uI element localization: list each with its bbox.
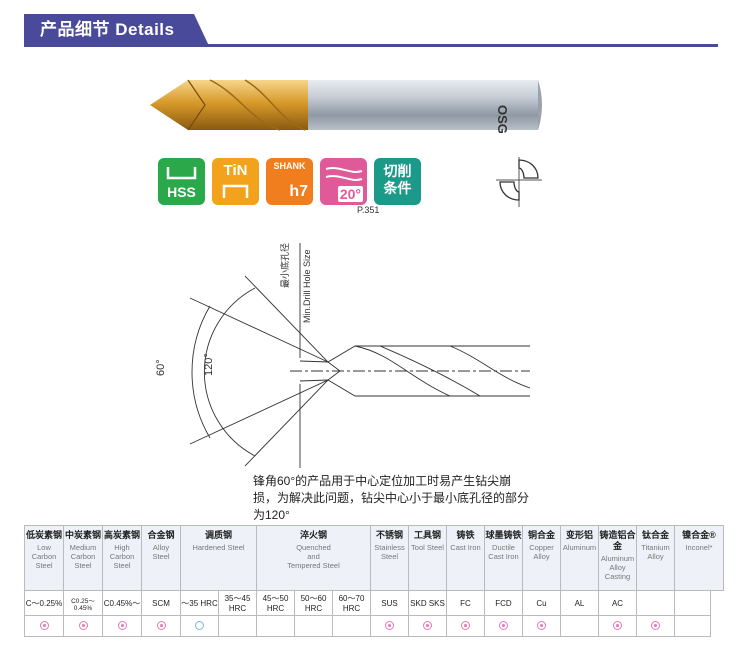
drill-product-image: OSG [150,79,542,134]
header-title: 产品细节 Details [40,20,175,39]
suitability-cell [294,615,333,637]
value-cell: C0.45%～ [102,590,142,616]
header-underline [24,44,718,47]
good-mark-icon [39,620,49,630]
suitability-cell [24,615,64,637]
good-mark-icon [537,620,546,630]
value-cell [674,590,711,616]
suitability-cell [256,615,295,637]
value-cell: AL [560,590,599,616]
cutting-line2: 条件 [383,180,412,196]
suitability-cell [636,615,675,637]
diagram-angle-60: 60° [155,359,167,376]
value-cell: Cu [522,590,561,616]
helix-angle-icon: 20° [320,158,367,205]
suitability-cell [218,615,257,637]
suitability-cell [332,615,371,637]
table-value-row: C～0.25% C0.25～0.45% C0.45%～ SCM ～35 HRC … [24,590,724,616]
good-mark-icon [613,620,622,630]
good-mark-icon [117,620,127,630]
cutting-conditions-icon[interactable]: 切削 条件 [374,158,421,205]
value-cell [636,590,675,616]
suitability-cell [598,615,637,637]
helix-angle-label: 20° [337,186,363,202]
page-reference: P.351 [357,205,380,215]
suitability-cell [560,615,599,637]
value-cell: AC [598,590,637,616]
diagram-label-en: Min.Drill Hole Size [302,249,312,323]
suitability-cell [522,615,561,637]
diagram-angle-120: 120° [203,353,215,376]
drill-angle-diagram: 60° 120° 最小底孔径 Min.Drill Hole Size [155,243,531,468]
fair-mark-icon [195,620,204,630]
value-cell: FC [446,590,485,616]
suitability-cell [141,615,181,637]
suitability-cell [102,615,142,637]
good-mark-icon [78,620,88,630]
value-cell: SKD SKS [408,590,447,616]
value-cell: 35～45 HRC [218,590,257,616]
tin-coating-icon: TiN [212,158,259,205]
value-cell: 60～70 HRC [332,590,371,616]
feature-badges: HSS TiN SHANK h7 20° 切削 条件 [158,158,421,205]
good-mark-icon [423,620,432,630]
good-mark-icon [156,620,166,630]
good-mark-icon [461,620,470,630]
tin-label: TiN [223,162,248,179]
suitability-cell [63,615,103,637]
value-cell: C～0.25% [24,590,64,616]
value-cell: FCD [484,590,523,616]
description-text: 锋角60°的产品用于中心定位加工时易产生钻尖崩损，为解决此问题，钻尖中心小于最小… [253,474,530,522]
header-inconel: 镍合金®Inconel* [674,525,724,591]
header-tab: 产品细节 Details [24,14,209,46]
suitability-cell [180,615,219,637]
diagram-label-cn: 最小底孔径 [279,243,290,288]
value-cell: 45～50 HRC [256,590,295,616]
table-suitability-row [24,615,724,637]
shank-tolerance-icon: SHANK h7 [266,158,313,205]
good-mark-icon [499,620,508,630]
suitability-cell [484,615,523,637]
cross-section-icon [496,157,542,207]
suitability-cell [408,615,447,637]
hss-label: HSS [167,184,196,200]
suitability-cell [370,615,409,637]
value-cell: ～35 HRC [180,590,219,616]
good-mark-icon [651,620,660,630]
value-cell: C0.25～0.45% [63,590,103,616]
header-tab-background [24,14,209,46]
brand-mark: OSG [495,105,510,134]
cutting-line1: 切削 [383,163,412,179]
good-mark-icon [385,620,394,630]
suitability-cell [446,615,485,637]
value-cell: SCM [141,590,181,616]
hss-material-icon: HSS [158,158,205,205]
value-cell: 50～60 HRC [294,590,333,616]
shank-h7-label: h7 [289,183,308,200]
suitability-cell [674,615,711,637]
value-cell: SUS [370,590,409,616]
shank-top-label: SHANK [273,161,306,171]
